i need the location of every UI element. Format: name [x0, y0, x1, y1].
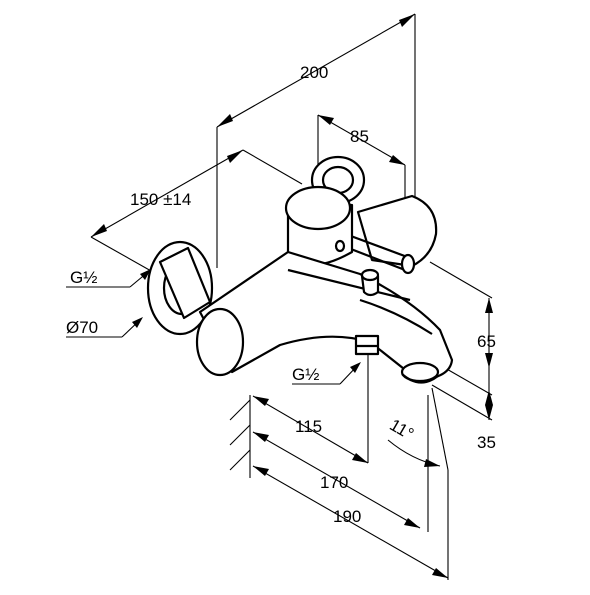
dimension-angle: 11° — [386, 415, 417, 444]
diameter-label: Ø70 — [66, 318, 98, 337]
thread-label-inlet: G½ — [70, 268, 97, 287]
dimension-85: 85 — [350, 127, 369, 146]
dimension-150: 150 ±14 — [130, 190, 191, 209]
dimension-lines — [66, 13, 493, 580]
dimension-65: 65 — [477, 332, 496, 351]
thread-label-outlet: G½ — [292, 365, 319, 384]
dimension-labels: 200 85 150 ±14 65 35 115 170 190 11° G½ … — [66, 63, 496, 526]
dimension-170: 170 — [320, 473, 348, 492]
mixer-body — [146, 155, 454, 384]
dimension-35: 35 — [477, 433, 496, 452]
dimension-190: 190 — [333, 507, 361, 526]
dimension-115: 115 — [295, 417, 322, 436]
dimension-200: 200 — [300, 63, 328, 82]
